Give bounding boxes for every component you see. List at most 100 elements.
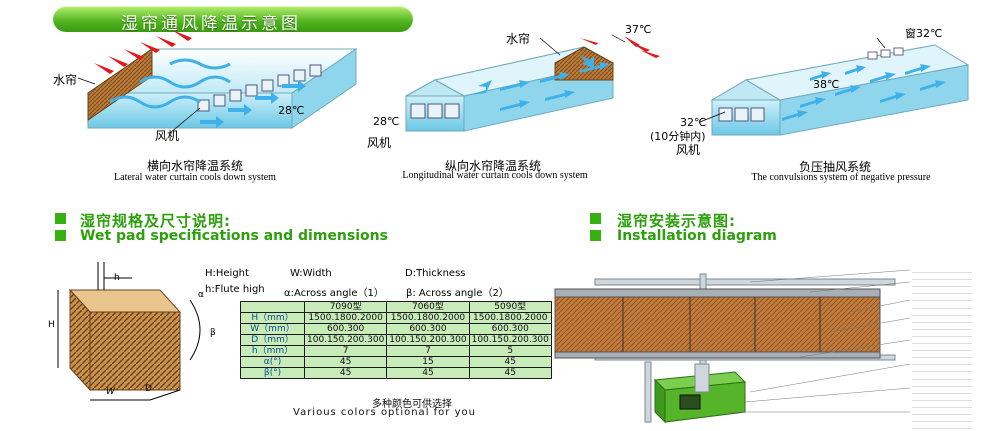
table-row: h（mm） 7 7 5 [240, 345, 552, 357]
pad-label-depth: D [145, 384, 152, 394]
list-item [912, 422, 972, 430]
install-heading-cn: 湿帘安装示意图: [617, 212, 736, 230]
wet-pad-drawing [57, 262, 201, 401]
negative-pressure-house [699, 37, 970, 136]
negative-time-label: (10分钟内) [650, 130, 706, 143]
negative-mid-temp-label: 38℃ [813, 78, 840, 91]
list-item [912, 358, 972, 366]
table-cell: 1500.1800.2000 [303, 312, 388, 324]
table-cell: 1500.1800.2000 [468, 312, 552, 324]
spec-table: 7090型 7060型 5090型 H（mm） 1500.1800.2000 1… [240, 301, 552, 379]
table-header-cell: 5090型 [468, 301, 552, 313]
table-cell: 100.150.200.300 [303, 334, 388, 346]
lateral-house [77, 30, 358, 134]
table-cell: 45 [468, 367, 552, 379]
pad-label-width: W [106, 387, 115, 397]
table-cell: D（mm） [240, 334, 305, 346]
table-cell: 5 [468, 345, 552, 357]
spec-flute: h:Flute high [205, 284, 265, 295]
table-cell: 600.300 [303, 323, 388, 335]
lateral-fan-label: 风机 [155, 129, 180, 143]
list-item [912, 280, 972, 288]
installation-drawing [554, 269, 910, 424]
install-heading-en: Installation diagram [617, 228, 777, 244]
table-cell: 45 [303, 367, 388, 379]
list-item [912, 316, 972, 323]
specs-heading-cn: 湿帘规格及尺寸说明: [80, 212, 231, 230]
list-item [912, 309, 972, 316]
list-item [912, 380, 972, 387]
table-row: α(°) 45 15 45 [240, 356, 552, 368]
list-item [912, 401, 972, 408]
list-item [912, 344, 972, 352]
list-item [912, 415, 972, 423]
table-cell: 7 [303, 345, 388, 357]
negative-fan-label: 风机 [676, 143, 701, 157]
colors-note-cn: 多种颜色可供选择 [372, 399, 452, 410]
longitudinal-fan-label: 风机 [367, 136, 392, 150]
section-marker [55, 230, 66, 241]
table-cell: h（mm） [240, 345, 305, 357]
section-marker [590, 213, 601, 224]
table-header-cell: 7060型 [386, 301, 470, 313]
table-cell: α(°) [240, 356, 305, 368]
list-item [912, 337, 972, 345]
pad-label-beta: β [210, 328, 216, 338]
list-item [912, 330, 972, 337]
section-marker [55, 213, 66, 224]
table-cell: 45 [303, 356, 388, 368]
lateral-curtain-label: 水帘 [53, 73, 78, 87]
list-item [912, 394, 972, 401]
cooling-diagrams [77, 30, 970, 136]
list-item [912, 365, 972, 373]
pad-label-h: h [114, 273, 120, 283]
lateral-temp-label: 28℃ [278, 104, 305, 117]
table-cell: 100.150.200.300 [468, 334, 552, 346]
table-cell: 45 [386, 367, 470, 379]
section-marker [590, 230, 601, 241]
spec-thickness: D:Thickness [405, 268, 466, 279]
lateral-caption-en: Lateral water curtain cools down system [114, 172, 276, 183]
spec-width: W:Width [290, 268, 332, 279]
table-cell: 45 [468, 356, 552, 368]
title-banner: 湿帘通风降温示意图 [53, 6, 413, 34]
table-header-row: 7090型 7060型 5090型 [240, 301, 552, 313]
pad-label-height: H [48, 320, 55, 330]
spec-alpha: α:Across angle（1） [284, 288, 384, 299]
negative-window-label: 窗32℃ [905, 27, 943, 40]
list-item [912, 273, 972, 281]
table-cell: 7 [386, 345, 470, 357]
table-cell: 1500.1800.2000 [386, 312, 470, 324]
list-item [912, 294, 972, 302]
part-list [912, 266, 972, 431]
colors-note-en: Various colors optional for you [293, 407, 476, 418]
table-row: β(°) 45 45 45 [240, 367, 552, 379]
table-cell: 600.300 [468, 323, 552, 335]
pad-label-alpha: α [198, 290, 204, 300]
table-row: D（mm） 100.150.200.300 100.150.200.300 10… [240, 334, 552, 346]
spec-height: H:Height [205, 268, 249, 279]
list-item [912, 287, 972, 295]
table-header-cell: 7090型 [303, 301, 388, 313]
page-title: 湿帘通风降温示意图 [121, 14, 301, 34]
list-item [912, 372, 972, 380]
longitudinal-caption-en: Longitudinal water curtain cools down sy… [402, 170, 588, 181]
table-header-cell [240, 301, 305, 313]
list-item [912, 387, 972, 394]
table-cell: 600.300 [386, 323, 470, 335]
longitudinal-house [405, 34, 660, 132]
table-cell: β(°) [240, 367, 305, 379]
list-item [912, 351, 972, 359]
spec-beta: β: Across angle（2） [406, 288, 509, 299]
table-row: H（mm） 1500.1800.2000 1500.1800.2000 1500… [240, 312, 552, 324]
negative-fan-temp-label: 32℃ [680, 116, 707, 129]
table-cell: W（mm） [240, 323, 305, 335]
longitudinal-caption-cn: 纵向水帘降温系统 [444, 159, 541, 173]
lateral-caption-cn: 横向水帘降温系统 [146, 159, 243, 173]
list-item [912, 323, 972, 330]
longitudinal-temp-in-label: 37℃ [625, 23, 652, 36]
longitudinal-temp-out-label: 28℃ [373, 115, 400, 128]
negative-caption-cn: 负压抽风系统 [798, 160, 871, 174]
table-cell: 100.150.200.300 [386, 334, 470, 346]
negative-caption-en: The convulsions system of negative press… [751, 172, 931, 183]
